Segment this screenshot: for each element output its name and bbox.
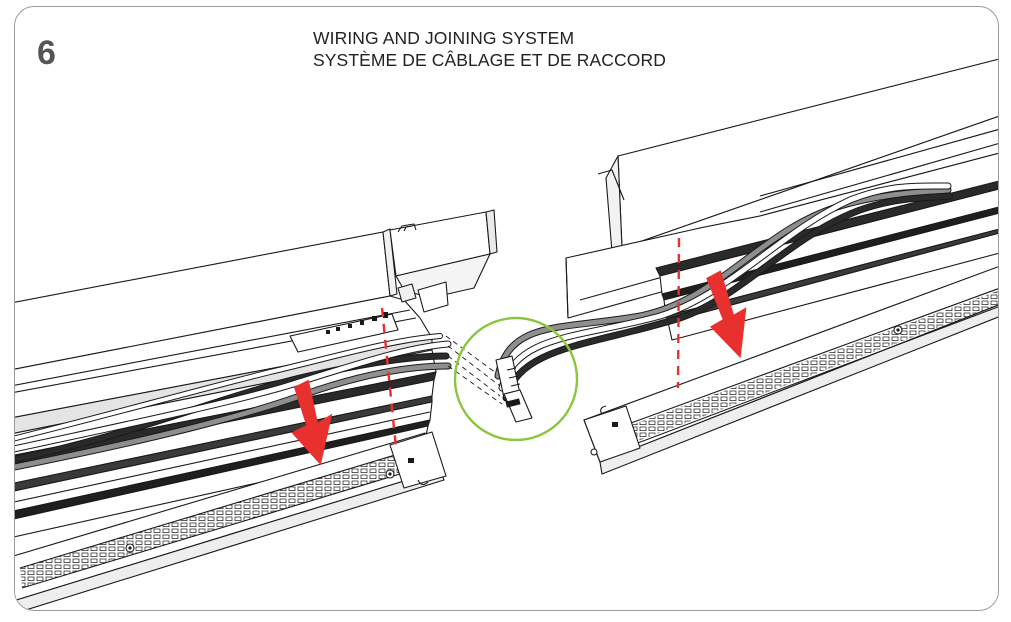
- connector-highlight-circle: [453, 316, 579, 442]
- step-number: 6: [37, 34, 56, 72]
- right-wire-bundle: [494, 182, 954, 402]
- connection-guide-lines: [445, 335, 503, 405]
- right-led-tray: [583, 261, 998, 475]
- left-led-tray: [15, 431, 447, 610]
- title-french: SYSTÈME DE CÂBLAGE ET DE RACCORD: [313, 50, 666, 70]
- alignment-guide-lines: [380, 237, 681, 449]
- title-english: WIRING AND JOINING SYSTEM: [313, 28, 575, 48]
- connector-icon: [495, 355, 533, 423]
- step-title: WIRING AND JOINING SYSTEM SYSTÈME DE CÂB…: [313, 27, 666, 71]
- down-arrow-icon: [291, 379, 333, 466]
- down-arrow-icon: [706, 270, 747, 359]
